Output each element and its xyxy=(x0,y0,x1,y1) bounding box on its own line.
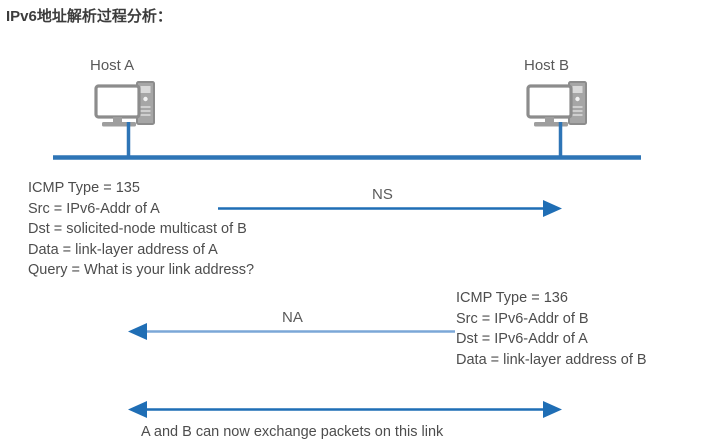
ns-message-line: Query = What is your link address? xyxy=(28,262,255,278)
na-message-block: ICMP Type = 136 Src = IPv6-Addr of B Dst… xyxy=(456,288,647,370)
host-a-label: Host A xyxy=(90,57,135,74)
na-arrow-head xyxy=(128,323,147,340)
ns-message-line: Src = IPv6-Addr of A xyxy=(28,200,160,217)
na-message-line: Src = IPv6-Addr of B xyxy=(456,310,589,327)
ns-message-line: ICMP Type = 135 xyxy=(28,180,140,196)
na-message-line: ICMP Type = 136 xyxy=(456,290,568,306)
bottom-caption: A and B can now exchange packets on this… xyxy=(141,424,444,440)
ns-arrow-head xyxy=(543,200,562,217)
bidirectional-arrow-head-right xyxy=(543,401,562,418)
host-b-computer-icon xyxy=(525,80,599,132)
ns-arrow-label: NS xyxy=(372,186,393,203)
ns-message-line: Dst = solicited-node multicast of B xyxy=(28,221,247,237)
na-message-line: Dst = IPv6-Addr of A xyxy=(456,331,588,347)
na-arrow-label: NA xyxy=(282,309,303,326)
ns-message-block: ICMP Type = 135 Src = IPv6-Addr of A Dst… xyxy=(28,178,254,281)
bidirectional-arrow-head-left xyxy=(128,401,147,418)
ns-message-line: Data = link-layer address of A xyxy=(28,241,218,258)
page-title: IPv6地址解析过程分析： xyxy=(6,8,172,25)
host-b-label: Host B xyxy=(524,57,570,74)
host-a-computer-icon xyxy=(93,80,167,132)
na-message-line: Data = link-layer address of B xyxy=(456,351,647,368)
